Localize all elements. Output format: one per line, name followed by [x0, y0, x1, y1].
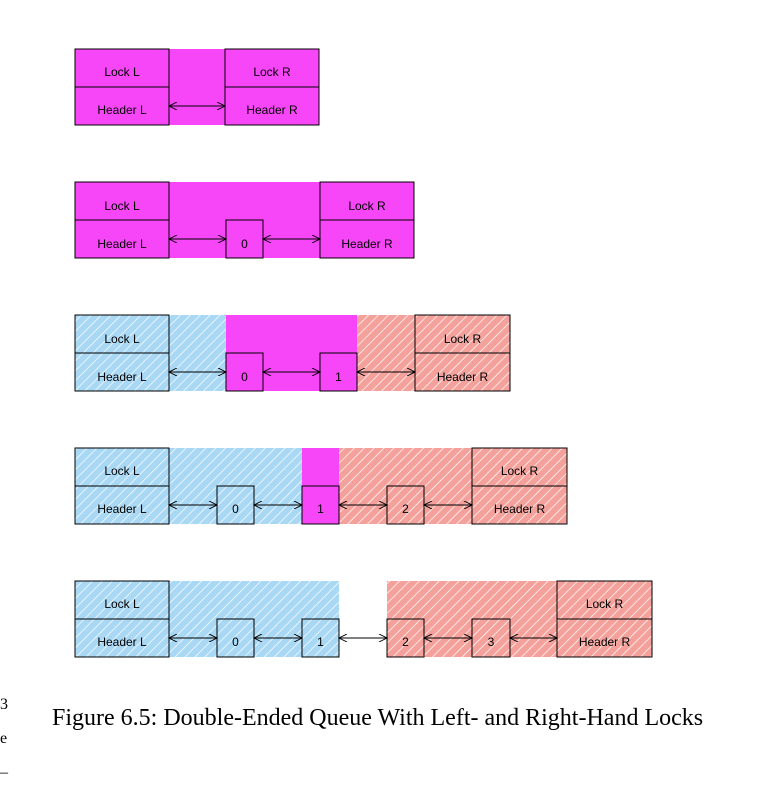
node-2: 2 [386, 618, 425, 658]
lock-right-label: Lock R [348, 199, 386, 213]
lock-left-label: Lock L [104, 199, 140, 213]
header-right-box: Header R [471, 485, 568, 525]
figure-caption: Figure 6.5: Double-Ended Queue With Left… [52, 705, 704, 731]
header-left-label: Header L [97, 237, 147, 251]
node-3: 3 [471, 618, 511, 658]
edge-mark: – [0, 764, 8, 781]
header-right-box: Header R [414, 352, 511, 392]
lock-left-label: Lock L [104, 464, 140, 478]
header-left-box: Header L [74, 86, 170, 126]
lock-left-label: Lock L [104, 597, 140, 611]
header-left-box: Header L [74, 485, 170, 525]
header-right-label: Header R [579, 635, 631, 649]
lock-right-box: Lock R [319, 181, 415, 221]
lock-right-box: Lock R [556, 580, 653, 620]
region-magenta [169, 49, 225, 125]
header-right-label: Header R [341, 237, 393, 251]
header-left-box: Header L [74, 219, 170, 259]
header-left-box: Header L [74, 352, 170, 392]
node-0: 0 [225, 352, 264, 392]
node-label: 3 [488, 635, 495, 649]
lock-left-box: Lock L [74, 580, 170, 620]
node-0: 0 [216, 618, 255, 658]
node-1: 1 [301, 618, 340, 658]
lock-left-box: Lock L [74, 181, 170, 221]
region-blue-hatched [169, 315, 226, 391]
lock-left-box: Lock L [74, 314, 170, 354]
node-label: 0 [232, 635, 239, 649]
header-right-label: Header R [494, 502, 546, 516]
header-right-box: Header R [319, 219, 415, 259]
header-right-box: Header R [556, 618, 653, 658]
node-label: 1 [317, 635, 324, 649]
header-left-label: Header L [97, 502, 147, 516]
node-1: 1 [301, 485, 340, 525]
lock-left-box: Lock L [74, 447, 170, 487]
header-left-label: Header L [97, 103, 147, 117]
node-0: 0 [216, 485, 255, 525]
header-left-label: Header L [97, 635, 147, 649]
row-empty: Lock L Header L Lock R Header R [74, 48, 320, 126]
node-2: 2 [386, 485, 425, 525]
lock-left-label: Lock L [104, 65, 140, 79]
row-three-elements: Lock L Header L Lock R Header R 0 1 2 [74, 447, 568, 525]
node-label: 0 [232, 502, 239, 516]
header-right-label: Header R [246, 103, 298, 117]
header-left-box: Header L [74, 618, 170, 658]
node-label: 1 [335, 370, 342, 384]
node-label: 0 [241, 370, 248, 384]
lock-right-label: Lock R [444, 332, 482, 346]
edge-mark: 3 [0, 696, 8, 713]
lock-left-box: Lock L [74, 48, 170, 88]
node-label: 2 [402, 502, 409, 516]
node-label: 0 [241, 237, 248, 251]
header-left-label: Header L [97, 370, 147, 384]
lock-left-label: Lock L [104, 332, 140, 346]
lock-right-label: Lock R [586, 597, 624, 611]
node-1: 1 [319, 352, 358, 392]
node-label: 2 [402, 635, 409, 649]
row-four-elements: Lock L Header L Lock R Header R 0 1 2 3 [74, 580, 653, 658]
row-two-elements: Lock L Header L Lock R Header R 0 1 [74, 314, 511, 392]
header-right-box: Header R [224, 86, 320, 126]
lock-right-label: Lock R [253, 65, 291, 79]
lock-right-box: Lock R [224, 48, 320, 88]
lock-right-box: Lock R [471, 447, 568, 487]
node-label: 1 [317, 502, 324, 516]
lock-right-box: Lock R [414, 314, 511, 354]
edge-mark: e [0, 730, 8, 747]
region-red-hatched [357, 315, 415, 391]
page-edge-marks: 3 e – [0, 688, 8, 790]
header-right-label: Header R [437, 370, 489, 384]
node-0: 0 [225, 219, 264, 259]
row-one-element: Lock L Header L Lock R Header R 0 [74, 181, 415, 259]
deque-diagram: Lock L Header L Lock R Header R Lock L H… [74, 48, 653, 658]
lock-right-label: Lock R [501, 464, 539, 478]
